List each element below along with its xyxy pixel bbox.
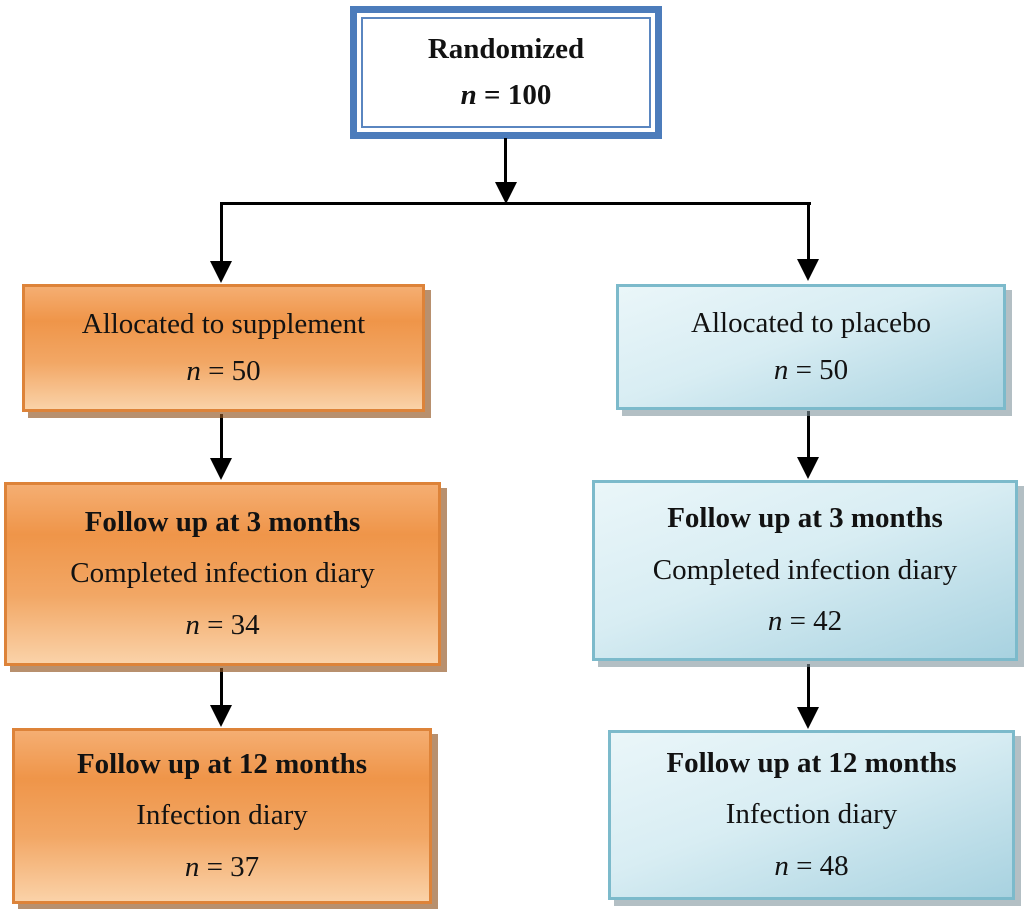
allocated-placebo-box: Allocated to placebo n = 50: [616, 284, 1006, 410]
n-variable: n: [184, 850, 200, 883]
supplement-12month-box: Follow up at 12 months Infection diary n…: [12, 728, 432, 904]
n-value: = 100: [476, 79, 552, 111]
placebo-12month-box: Follow up at 12 months Infection diary n…: [608, 730, 1015, 900]
placebo-12month-detail: Infection diary: [725, 798, 898, 831]
arrowhead-left-12months: [210, 705, 232, 727]
arrowhead-right-3months: [797, 457, 819, 479]
supplement-3month-title: Follow up at 3 months: [84, 505, 361, 538]
placebo-3month-box: Follow up at 3 months Completed infectio…: [592, 480, 1018, 661]
arrowhead-left-allocation: [210, 261, 232, 283]
connector-left-12months: [220, 668, 223, 706]
n-variable: n: [767, 605, 783, 638]
n-value: = 50: [788, 354, 849, 386]
allocated-supplement-label: Allocated to supplement: [81, 307, 366, 340]
supplement-3month-detail: Completed infection diary: [70, 557, 375, 590]
n-value: = 50: [200, 355, 261, 387]
placebo-12month-n: n = 48: [774, 850, 848, 883]
connector-left-3months: [220, 414, 223, 459]
supplement-12month-title: Follow up at 12 months: [76, 747, 368, 780]
arrowhead-right-allocation: [797, 259, 819, 281]
n-value: = 48: [788, 849, 849, 882]
supplement-12month-detail: Infection diary: [136, 799, 308, 832]
arrowhead-right-12months: [797, 707, 819, 729]
placebo-3month-title: Follow up at 3 months: [667, 502, 943, 535]
placebo-3month-detail: Completed infection diary: [652, 553, 958, 586]
allocated-placebo-label: Allocated to placebo: [691, 306, 931, 339]
n-variable: n: [774, 849, 789, 882]
n-variable: n: [186, 355, 201, 387]
randomized-box: Randomized n = 100: [350, 6, 662, 139]
allocated-supplement-n: n = 50: [186, 355, 260, 388]
supplement-3month-box: Follow up at 3 months Completed infectio…: [4, 482, 441, 666]
placebo-12month-title: Follow up at 12 months: [666, 746, 957, 779]
connector-branch-horizontal: [220, 202, 811, 205]
randomized-title: Randomized: [427, 33, 585, 65]
supplement-3month-n: n = 34: [185, 609, 259, 642]
connector-root-stem: [504, 138, 507, 184]
connector-branch-right: [807, 202, 810, 260]
arrowhead-left-3months: [210, 458, 232, 480]
supplement-12month-n: n = 37: [185, 851, 259, 884]
n-variable: n: [773, 354, 789, 386]
connector-right-3months: [807, 411, 810, 457]
allocated-supplement-box: Allocated to supplement n = 50: [22, 284, 425, 412]
randomized-box-inner: Randomized n = 100: [361, 17, 651, 128]
connector-branch-left: [220, 202, 223, 262]
n-variable: n: [460, 79, 477, 111]
placebo-3month-n: n = 42: [768, 605, 842, 638]
allocated-placebo-n: n = 50: [774, 354, 848, 387]
arrowhead-root: [495, 182, 517, 204]
n-value: = 42: [782, 605, 843, 638]
n-variable: n: [185, 608, 200, 641]
randomized-n-line: n = 100: [461, 79, 552, 112]
n-value: = 37: [199, 850, 260, 883]
n-value: = 34: [199, 608, 260, 641]
connector-right-12months: [807, 664, 810, 708]
